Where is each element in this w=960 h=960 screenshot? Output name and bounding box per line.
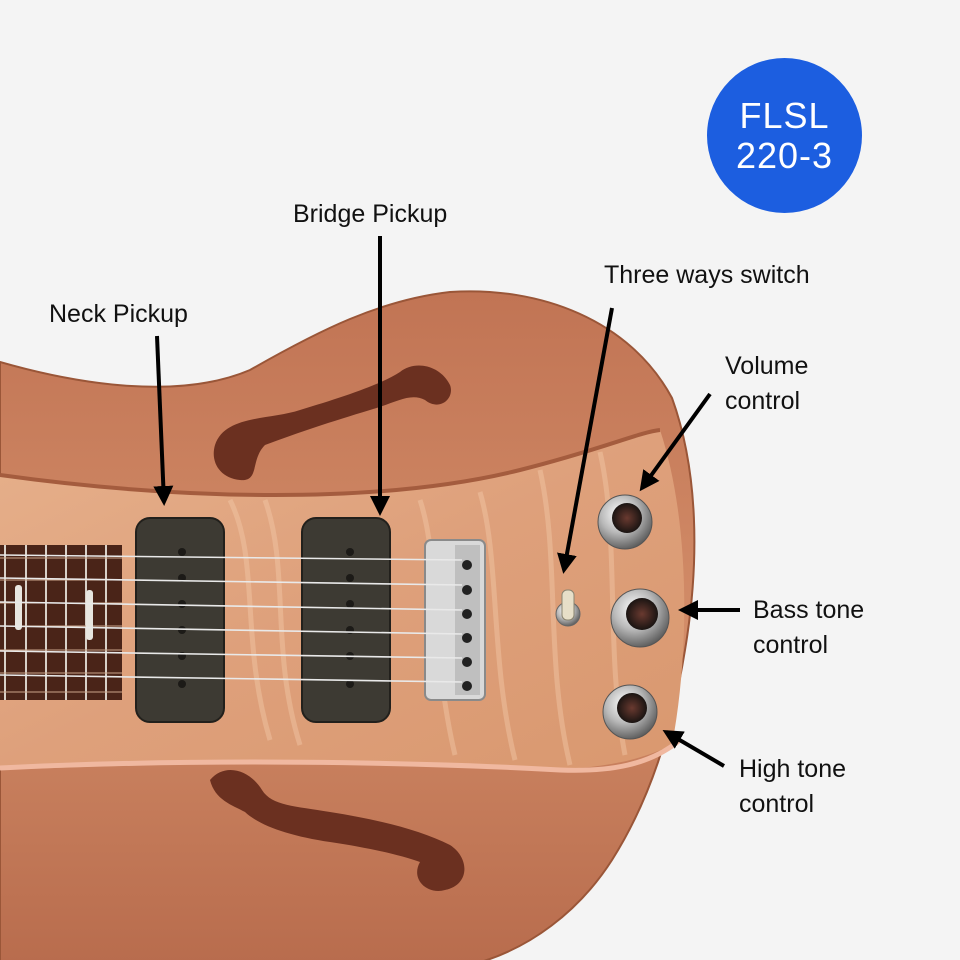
- neck-pickup: [135, 517, 225, 723]
- neck-pickup-label: Neck Pickup: [49, 300, 188, 328]
- model-badge-line2: 220-3: [735, 134, 834, 176]
- bass-tone-label: Bass tone control: [753, 593, 864, 663]
- high-tone-arrow: [662, 729, 726, 768]
- high-tone-knob: [602, 684, 658, 740]
- binding-strip: [0, 428, 661, 497]
- neck-pickup-arrow: [153, 335, 174, 506]
- model-badge-line1: FLSL: [739, 94, 830, 136]
- fretboard: [0, 545, 122, 700]
- volume-arrow: [639, 392, 712, 492]
- volume-label-line2: control: [725, 387, 801, 415]
- volume-label: Volume control: [725, 349, 808, 419]
- bass-tone-label-line2: control: [753, 631, 829, 659]
- high-tone-label-line1: High tone: [739, 755, 847, 783]
- three-way-switch-arrow: [557, 307, 614, 574]
- bass-tone-knob: [610, 588, 670, 648]
- bass-tone-label-line1: Bass tone: [753, 596, 865, 624]
- bridge-pickup: [301, 517, 391, 723]
- binding-strip: [0, 738, 682, 773]
- model-badge: FLSL 220-3: [707, 58, 862, 213]
- high-tone-label-line2: control: [739, 790, 815, 818]
- bridge: [424, 539, 486, 701]
- upper-f-hole: [213, 365, 451, 481]
- lower-f-hole: [210, 769, 465, 891]
- strings: [0, 554, 463, 683]
- three-way-switch: [555, 589, 581, 627]
- bridge-pickup-label: Bridge Pickup: [293, 200, 448, 228]
- three-way-switch-label: Three ways switch: [604, 261, 810, 289]
- high-tone-label: High tone control: [739, 752, 846, 822]
- volume-label-line1: Volume: [725, 352, 809, 380]
- volume-knob: [597, 494, 653, 550]
